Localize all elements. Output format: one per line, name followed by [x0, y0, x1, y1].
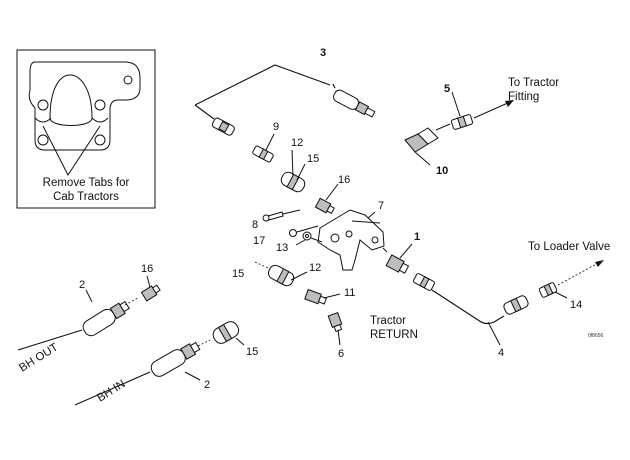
- hose-2-bh-out: [17, 289, 139, 351]
- callout-16-upper: 16: [338, 174, 350, 186]
- callout-12-upper: 12: [291, 137, 303, 149]
- callout-13: 13: [276, 242, 288, 254]
- hose-3-right-fitting: [333, 89, 376, 118]
- callout-10: 10: [436, 165, 448, 177]
- callout-2-upper: 2: [79, 279, 85, 291]
- hose-2-bh-in: [74, 339, 211, 406]
- note-to-tractor-line1: To Tractor: [508, 77, 559, 89]
- note-to-tractor-line2: Fitting: [508, 91, 539, 103]
- coupler-12-15-upper: [280, 149, 306, 193]
- adapter-9: [252, 133, 275, 163]
- fitting-1: [382, 243, 413, 274]
- note-tractor-return-line1: Tractor: [370, 315, 406, 327]
- callout-11: 11: [344, 287, 355, 299]
- callout-15-lower: 15: [232, 268, 244, 280]
- figure-id: 0f8656: [588, 333, 604, 339]
- callout-15-bh-in: 15: [246, 346, 258, 358]
- callout-3: 3: [320, 47, 326, 59]
- fitting-6: [327, 312, 343, 346]
- fitting-5: [435, 91, 514, 131]
- bracket-7: [317, 209, 385, 271]
- hose-4-upper-fitting: [413, 273, 435, 291]
- note-bh-in: BH IN: [95, 378, 127, 404]
- note-tractor-return-line2: RETURN: [370, 329, 418, 341]
- callout-7: 7: [378, 200, 384, 212]
- callout-12-lower: 12: [309, 262, 321, 274]
- fitting-11: [304, 288, 341, 305]
- inset-note-line1: Remove Tabs for: [43, 177, 130, 189]
- callout-2-lower: 2: [204, 379, 210, 391]
- elbow-10: [404, 127, 439, 166]
- note-to-loader-valve: To Loader Valve: [528, 241, 610, 253]
- bolt-8: [262, 209, 301, 222]
- callout-1: 1: [414, 231, 420, 243]
- hose-4: [431, 289, 505, 346]
- coupler-15-12-lower: [254, 261, 308, 287]
- callout-17: 17: [253, 235, 265, 247]
- fitting-14: [503, 260, 604, 315]
- fitting-16-lower: [140, 275, 161, 302]
- inset-panel: Remove Tabs for Cab Tractors: [16, 49, 156, 209]
- hose-3: [194, 64, 336, 120]
- fitting-16-upper: [314, 183, 339, 215]
- callout-15-upper: 15: [307, 153, 319, 165]
- note-bh-out: BH OUT: [17, 341, 60, 374]
- callout-5: 5: [444, 83, 450, 95]
- callout-6: 6: [338, 348, 344, 360]
- inset-note-line2: Cab Tractors: [53, 191, 119, 203]
- callout-16-lower: 16: [141, 263, 153, 275]
- washer-13: [295, 231, 323, 246]
- callout-14: 14: [570, 299, 582, 311]
- hose-3-left-fitting: [211, 117, 235, 136]
- coupler-15-bh-in: [212, 321, 245, 346]
- washer-17: [289, 225, 319, 237]
- callout-9: 9: [273, 121, 279, 133]
- callout-4: 4: [498, 347, 504, 359]
- callout-8: 8: [252, 219, 258, 231]
